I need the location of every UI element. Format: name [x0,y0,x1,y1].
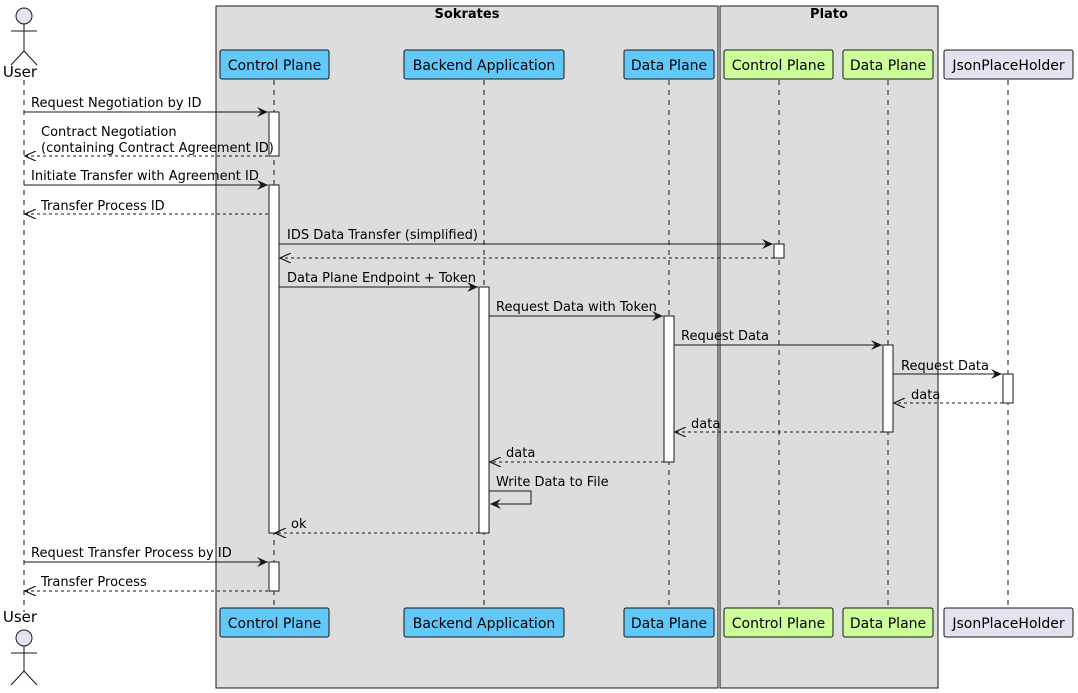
message-label: data [691,417,720,432]
participant-label: Data Plane [631,616,707,632]
activation-bar [268,561,280,592]
message-label: IDS Data Transfer (simplified) [287,228,478,243]
participant-label: Control Plane [228,616,321,632]
message-label: Request Data with Token [496,300,657,315]
participant-label: Backend Application [413,616,556,632]
actor-user-bottom: User [3,608,38,686]
participant-label: JsonPlaceHolder [951,616,1065,632]
participant-plato-data-plane-bottom: Data Plane [842,607,934,638]
message-label: Request Transfer Process by ID [31,546,232,561]
message-label: data [911,388,940,403]
self-message-arrow [489,490,532,509]
participant-jsonplaceholder-top: JsonPlaceHolder [943,49,1074,80]
message-label: Transfer Process [40,575,147,590]
participant-sokrates-data-plane-bottom: Data Plane [623,607,715,638]
message-label: Contract Negotiation [41,125,177,140]
message-label: Request Data [681,329,769,344]
message-label: ok [291,517,307,532]
message-label: Request Data [901,359,989,374]
participant-sokrates-data-plane-top: Data Plane [623,49,715,80]
group-box-plato: Plato [719,5,939,689]
message-label: Initiate Transfer with Agreement ID [31,169,259,184]
activation-bar [882,344,894,433]
group-title-sokrates: Sokrates [435,7,500,22]
message-label: Write Data to File [496,475,609,490]
participant-backend-application-top: Backend Application [403,49,565,80]
message-label: (containing Contract Agreement ID) [41,141,274,156]
message-label: Request Negotiation by ID [31,96,202,111]
participant-label: Data Plane [850,58,926,74]
actor-label: User [3,608,38,626]
participant-plato-data-plane-top: Data Plane [842,49,934,80]
participant-label: Control Plane [228,58,321,74]
participant-sokrates-control-plane-top: Control Plane [219,49,330,80]
actor-user-top: User [3,7,38,81]
participant-label: JsonPlaceHolder [951,58,1065,74]
participant-label: Data Plane [631,58,707,74]
participant-jsonplaceholder-bottom: JsonPlaceHolder [943,607,1074,638]
actor-label: User [3,63,38,81]
participant-label: Control Plane [732,616,825,632]
activation-bar [1002,373,1014,404]
participant-label: Control Plane [732,58,825,74]
activation-bar [478,286,490,534]
participant-plato-control-plane-bottom: Control Plane [723,607,834,638]
participant-label: Data Plane [850,616,926,632]
activation-bar [663,315,675,463]
group-title-plato: Plato [810,7,848,22]
activation-bar [268,111,280,157]
message-label: Data Plane Endpoint + Token [287,271,476,286]
activation-bar [773,243,785,259]
participant-sokrates-control-plane-bottom: Control Plane [219,607,330,638]
message-label: data [506,446,535,461]
group-box-sokrates: Sokrates [215,5,719,689]
activation-bar [268,184,280,534]
participant-label: Backend Application [413,58,556,74]
participant-plato-control-plane-top: Control Plane [723,49,834,80]
participant-backend-application-bottom: Backend Application [403,607,565,638]
message-label: Transfer Process ID [40,199,165,214]
